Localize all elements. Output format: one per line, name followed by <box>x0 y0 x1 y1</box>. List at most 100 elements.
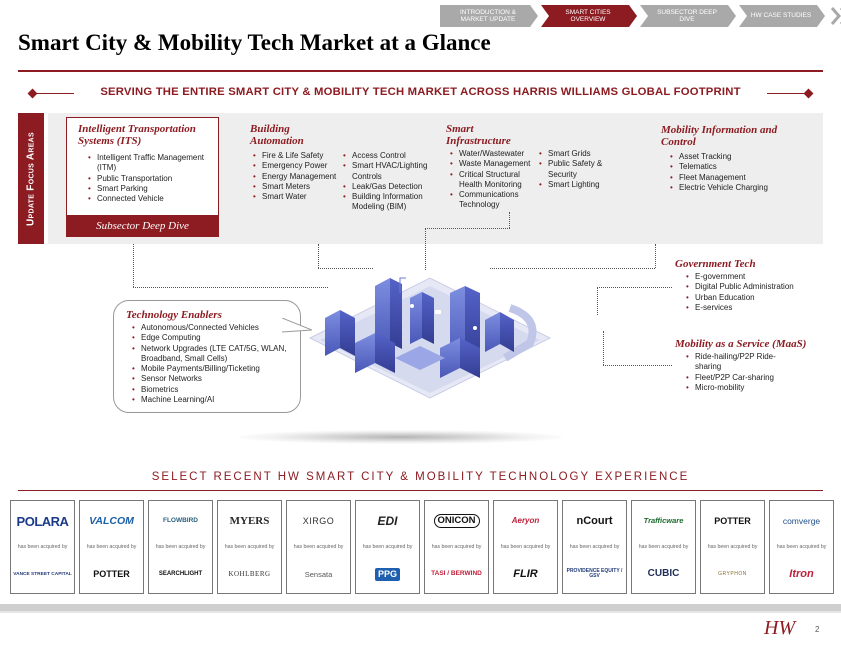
target-logo: Aeryon <box>511 516 540 525</box>
tab-hw-case-studies[interactable]: HW CASE STUDIES <box>739 5 825 27</box>
acquired-caption: has been acquired by <box>500 544 551 550</box>
list-item: E-government <box>686 272 821 283</box>
connector-line <box>597 287 598 315</box>
hw-logo: HW <box>764 617 796 639</box>
buyer-logo: PPG <box>374 567 400 581</box>
list-item: Smart Water <box>253 192 345 203</box>
acquired-caption: has been acquired by <box>155 544 206 550</box>
building-automation-title: Building Automation <box>250 123 304 147</box>
maas-list: Ride-hailing/P2P Ride-sharing Fleet/P2P … <box>686 352 786 393</box>
list-item: Waste Management <box>450 159 540 170</box>
acquired-caption: has been acquired by <box>431 544 482 550</box>
list-item: Ride-hailing/P2P Ride-sharing <box>686 352 786 373</box>
buyer-logo: TASI / BERWIND <box>431 569 482 577</box>
list-item: Biometrics <box>132 385 297 396</box>
tombstone-card[interactable]: POTTER has been acquired by GRYPHON <box>700 500 765 594</box>
connector-line <box>509 212 510 228</box>
its-title: Intelligent Transportation Systems (ITS) <box>78 123 196 147</box>
list-item: Smart Parking <box>88 184 216 195</box>
list-item: Water/Wastewater <box>450 149 540 160</box>
list-item: Connected Vehicle <box>88 194 216 205</box>
buyer-logo: PROVIDENCE EQUITY / GSV <box>566 568 623 579</box>
acquired-caption: has been acquired by <box>776 544 827 550</box>
technology-enablers-list: Autonomous/Connected Vehicles Edge Compu… <box>132 323 297 406</box>
tombstone-card[interactable]: EDI has been acquired by PPG <box>355 500 420 594</box>
list-item: Telematics <box>670 162 780 173</box>
focus-areas-label-text: Update Focus Areas <box>25 131 37 226</box>
list-item: Access Control <box>343 151 435 162</box>
tab-introduction[interactable]: INTRODUCTION & MARKET UPDATE <box>440 5 538 27</box>
target-logo: EDI <box>377 514 398 528</box>
tombstone-card[interactable]: comverge has been acquired by Itron <box>769 500 834 594</box>
connector-line <box>425 228 426 270</box>
building-list-2: Access Control Smart HVAC/Lighting Contr… <box>343 151 435 213</box>
target-logo: MYERS <box>229 514 270 527</box>
smart-infrastructure-title: Smart Infrastructure <box>446 123 511 147</box>
connector-line <box>318 268 373 269</box>
list-item: Autonomous/Connected Vehicles <box>132 323 297 334</box>
list-item: Fleet/P2P Car-sharing <box>686 373 786 384</box>
page-number: 2 <box>815 625 820 634</box>
acquired-caption: has been acquired by <box>707 544 758 550</box>
double-chevron-icon <box>828 5 841 27</box>
connector-line <box>490 268 655 269</box>
connector-line <box>655 244 656 268</box>
its-list: Intelligent Traffic Management (ITM) Pub… <box>88 153 216 205</box>
tombstone-card[interactable]: XIRGO has been acquired by Sensata <box>286 500 351 594</box>
list-item: Mobile Payments/Billing/Ticketing <box>132 364 297 375</box>
maas-title: Mobility as a Service (MaaS) <box>675 338 807 350</box>
tombstone-card[interactable]: FLOWBIRD has been acquired by SEARCHLIGH… <box>148 500 213 594</box>
list-item: Smart HVAC/Lighting Controls <box>343 161 435 182</box>
tombstone-card[interactable]: Trafficware has been acquired by CUBIC <box>631 500 696 594</box>
technology-enablers-title: Technology Enablers <box>126 309 222 321</box>
footer-bar-light <box>0 611 841 613</box>
banner-heading: SERVING THE ENTIRE SMART CITY & MOBILITY… <box>100 86 741 98</box>
acquired-caption: has been acquired by <box>86 544 137 550</box>
connector-line <box>133 287 328 288</box>
illustration-shadow <box>238 430 563 444</box>
banner-arrow-right <box>767 93 809 94</box>
tab-subsector-deep-dive[interactable]: SUBSECTOR DEEP DIVE <box>640 5 736 27</box>
connector-line <box>597 287 672 288</box>
connector-line <box>318 244 319 268</box>
acquired-caption: has been acquired by <box>224 544 275 550</box>
buyer-logo: SEARCHLIGHT <box>158 571 203 577</box>
buyer-logo: KOHLBERG <box>228 570 271 578</box>
buyer-logo: CUBIC <box>647 568 680 579</box>
smart-city-illustration <box>308 277 552 399</box>
acquired-caption: has been acquired by <box>17 544 68 550</box>
tombstone-card[interactable]: MYERS has been acquired by KOHLBERG <box>217 500 282 594</box>
list-item: Energy Management <box>253 172 345 183</box>
list-item: Electric Vehicle Charging <box>670 183 780 194</box>
list-item: Leak/Gas Detection <box>343 182 435 193</box>
government-tech-list: E-government Digital Public Administrati… <box>686 272 821 313</box>
list-item: Smart Meters <box>253 182 345 193</box>
target-logo: Trafficware <box>643 516 684 526</box>
list-item: Network Upgrades (LTE CAT/5G, WLAN, Broa… <box>132 344 297 365</box>
tombstone-card[interactable]: POLARA has been acquired by VANCE STREET… <box>10 500 75 594</box>
tombstone-card[interactable]: nCourt has been acquired by PROVIDENCE E… <box>562 500 627 594</box>
buyer-logo: Sensata <box>304 569 333 579</box>
mobility-info-title: Mobility Information and Control <box>661 124 778 148</box>
acquired-caption: has been acquired by <box>293 544 344 550</box>
tab-smart-cities-overview[interactable]: SMART CITIES OVERVIEW <box>541 5 637 27</box>
list-item: E-services <box>686 303 821 314</box>
list-item: Sensor Networks <box>132 374 297 385</box>
target-logo: comverge <box>782 516 821 526</box>
acquired-caption: has been acquired by <box>638 544 689 550</box>
subsector-deep-dive-button[interactable]: Subsector Deep Dive <box>66 215 219 237</box>
building-list-1: Fire & Life Safety Emergency Power Energ… <box>253 151 345 203</box>
list-item: Building Information Modeling (BIM) <box>343 192 435 213</box>
tombstone-card[interactable]: Aeryon has been acquired by FLIR <box>493 500 558 594</box>
buyer-logo: Itron <box>789 567 814 580</box>
tombstone-card[interactable]: VALCOM has been acquired by POTTER <box>79 500 144 594</box>
acquired-caption: has been acquired by <box>362 544 413 550</box>
tombstone-card[interactable]: ONICON has been acquired by TASI / BERWI… <box>424 500 489 594</box>
buyer-logo: FLIR <box>513 567 538 580</box>
target-logo: XIRGO <box>302 516 335 526</box>
connector-line <box>425 228 510 229</box>
connector-line <box>133 244 134 287</box>
list-item: Fleet Management <box>670 173 780 184</box>
target-logo: POTTER <box>714 515 751 526</box>
footer-bar <box>0 604 841 611</box>
